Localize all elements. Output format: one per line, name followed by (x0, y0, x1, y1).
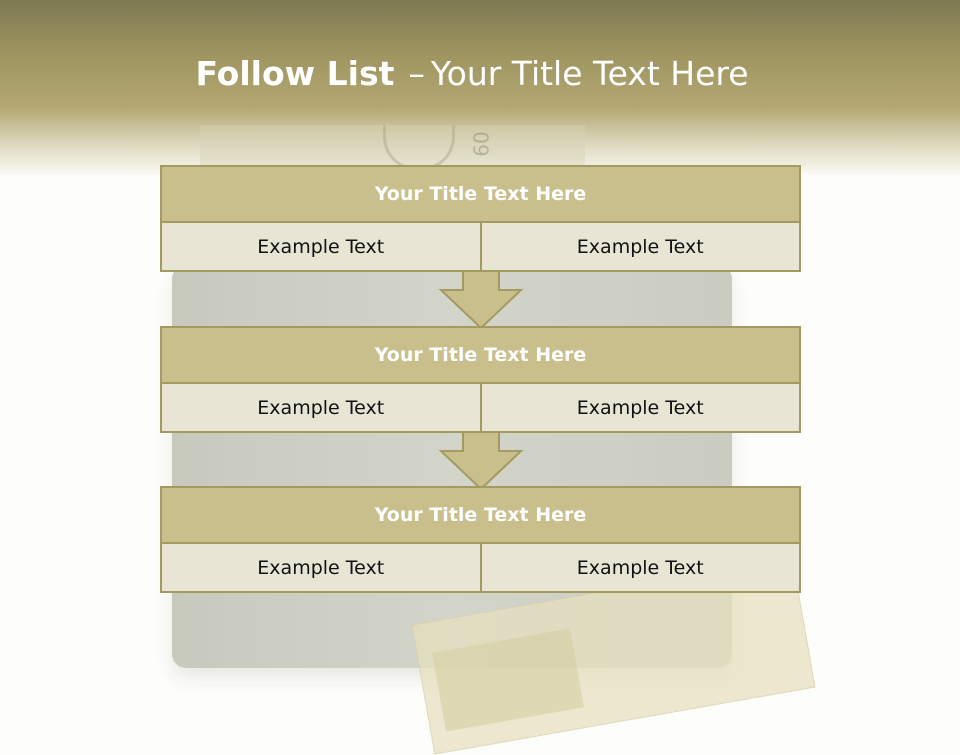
list-block-3[interactable]: Your Title Text Here Example Text Exampl… (160, 486, 801, 593)
block-cell-right[interactable]: Example Text (481, 384, 799, 431)
down-arrow-icon (438, 431, 524, 491)
block-row: Example Text Example Text (162, 544, 799, 591)
down-arrow-icon (438, 270, 524, 330)
block-row: Example Text Example Text (162, 384, 799, 431)
slide-title: Follow List–Your Title Text Here (0, 54, 944, 93)
background-bill-number: 09 (468, 131, 493, 157)
list-block-2[interactable]: Your Title Text Here Example Text Exampl… (160, 326, 801, 433)
slide-title-rest: Your Title Text Here (430, 54, 749, 93)
list-block-1[interactable]: Your Title Text Here Example Text Exampl… (160, 165, 801, 272)
header-band (0, 0, 960, 175)
block-cell-left[interactable]: Example Text (162, 384, 482, 431)
block-cell-left[interactable]: Example Text (162, 544, 482, 591)
block-title[interactable]: Your Title Text Here (162, 488, 799, 544)
block-row: Example Text Example Text (162, 223, 799, 270)
block-title[interactable]: Your Title Text Here (162, 167, 799, 223)
block-title[interactable]: Your Title Text Here (162, 328, 799, 384)
block-cell-left[interactable]: Example Text (162, 223, 482, 270)
slide-title-dash: – (408, 54, 425, 93)
slide-title-bold: Follow List (195, 54, 395, 93)
block-cell-right[interactable]: Example Text (481, 223, 799, 270)
block-cell-right[interactable]: Example Text (481, 544, 799, 591)
